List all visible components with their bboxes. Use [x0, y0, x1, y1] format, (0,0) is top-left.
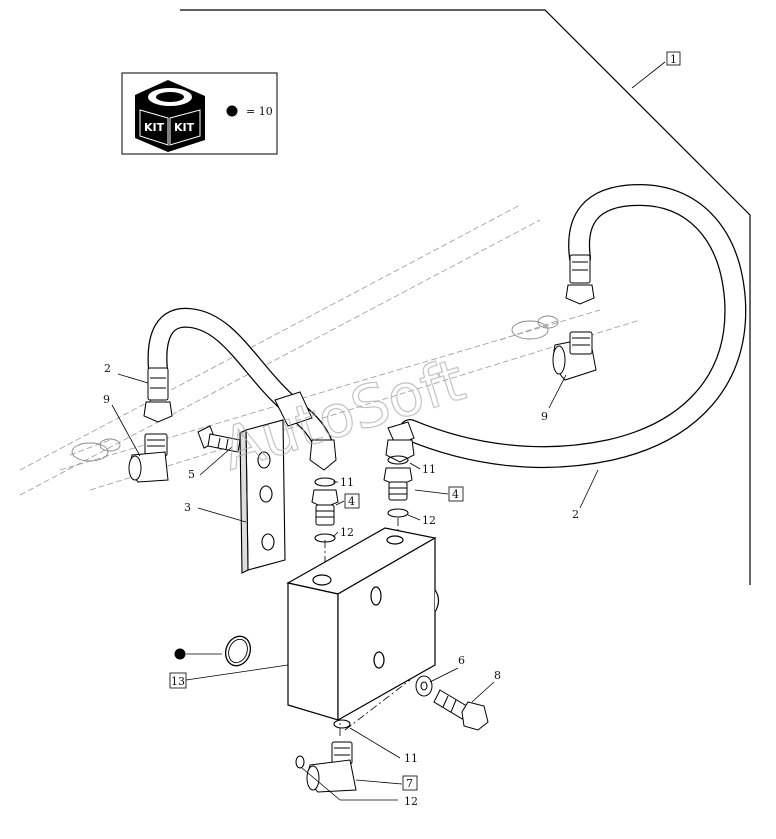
washer-6	[415, 675, 433, 697]
svg-text:7: 7	[406, 777, 413, 790]
svg-text:13: 13	[171, 675, 185, 688]
callout-11-right: 11	[422, 463, 436, 476]
driveshaft-joint-right	[511, 315, 559, 340]
callout-12-left: 12	[340, 526, 354, 539]
o-ring-12-right	[387, 508, 409, 518]
svg-text:1: 1	[670, 53, 677, 66]
callout-7: 7	[402, 775, 418, 791]
hose-right	[399, 183, 747, 469]
svg-text:4: 4	[452, 488, 459, 501]
valve-block-13	[286, 527, 440, 722]
seal-ring-kit	[174, 635, 252, 667]
kit-box-icon: KIT KIT	[135, 80, 205, 152]
callout-8: 8	[494, 669, 501, 682]
callout-9-left: 9	[103, 393, 110, 406]
callout-11-bottom: 11	[404, 752, 418, 765]
callout-12-right: 12	[422, 514, 436, 527]
adapter-4-left	[311, 489, 339, 526]
o-ring-12-bottom	[295, 755, 305, 769]
callout-11-left: 11	[340, 476, 354, 489]
kit-dot-icon	[226, 105, 238, 117]
callout-12-bottom: 12	[404, 795, 418, 808]
bracket-plate-3	[239, 419, 286, 574]
o-ring-11-right	[387, 455, 409, 465]
callout-5: 5	[188, 468, 195, 481]
hose-left-end-fitting	[143, 367, 173, 423]
callout-2-left: 2	[104, 362, 111, 375]
elbow-fitting-9-right	[552, 331, 597, 381]
hose-left-ferrule	[274, 391, 337, 471]
driveshaft-joint-left	[71, 438, 121, 462]
elbow-fitting-7	[306, 741, 357, 793]
callout-6: 6	[458, 654, 465, 667]
svg-text:4: 4	[348, 495, 355, 508]
callout-2-right: 2	[572, 508, 579, 521]
callout-1: 1	[631, 51, 681, 89]
kit-equals-label: = 10	[246, 105, 273, 118]
kit-badge-right: KIT	[174, 121, 195, 134]
callout-9-right: 9	[541, 410, 548, 423]
kit-legend-box: KIT KIT = 10	[121, 72, 278, 155]
adapter-4-right	[383, 467, 413, 501]
kit-badge-left: KIT	[144, 121, 165, 134]
elbow-fitting-9-left	[128, 433, 169, 483]
leader-lines	[111, 373, 599, 801]
kit-dot-icon	[174, 648, 186, 660]
o-ring-11-bottom	[333, 719, 351, 729]
hose-right-end-fitting	[565, 254, 595, 305]
bolt-8	[433, 689, 489, 731]
assembly-border	[180, 9, 751, 585]
callout-4-left: 4	[344, 493, 360, 509]
o-ring-11-left	[314, 477, 336, 487]
callout-13: 13	[169, 672, 187, 689]
callout-3: 3	[184, 501, 191, 514]
callout-4-right: 4	[448, 486, 464, 502]
